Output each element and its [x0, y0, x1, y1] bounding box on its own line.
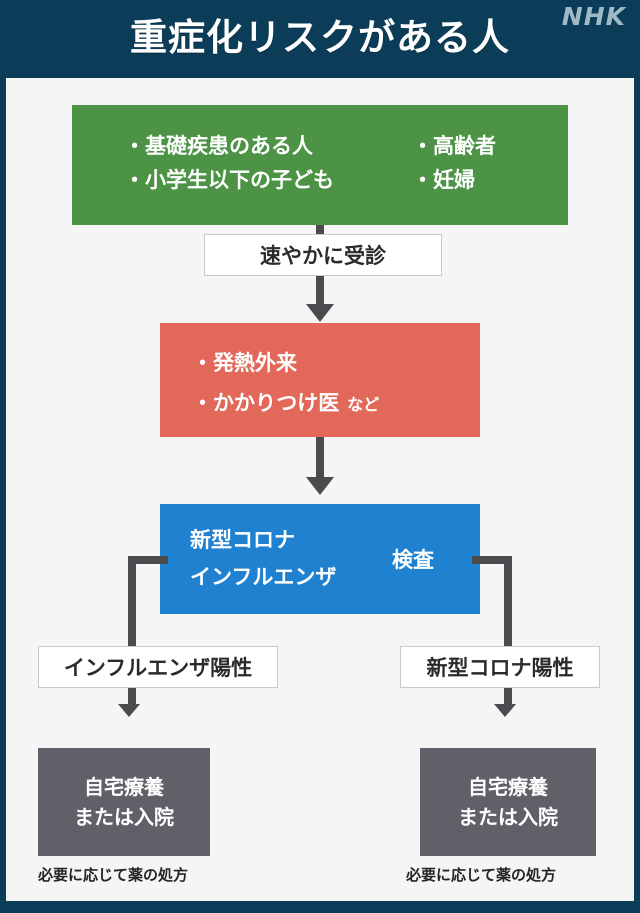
arrowhead-left-branch	[118, 704, 140, 717]
connector-green-to-action	[316, 225, 324, 237]
connector-clinic-to-test	[316, 437, 324, 479]
connector-test-to-right-branch-vertical	[504, 556, 512, 706]
flow-canvas: ・基礎疾患のある人 ・小学生以下の子ども ・高齢者 ・妊婦 速やかに受診 ・発熱…	[6, 78, 634, 901]
arrowhead-to-test	[306, 477, 334, 495]
outcome-covid-line1: 自宅療養	[468, 775, 548, 799]
page-title: 重症化リスクがある人	[130, 16, 510, 59]
clinic-item-family-doctor: ・かかりつけ医など	[192, 387, 379, 417]
branch-label-covid-positive: 新型コロナ陽性	[400, 646, 600, 688]
arrowhead-to-clinic	[306, 304, 334, 322]
note-influenza-prescription: 必要に応じて薬の処方	[38, 866, 189, 884]
footer-bar	[0, 901, 640, 913]
outcome-influenza-line1: 自宅療養	[84, 775, 164, 799]
note-covid-prescription: 必要に応じて薬の処方	[406, 866, 557, 884]
connector-test-to-left-branch-horizontal	[128, 556, 168, 564]
header-bar: 重症化リスクがある人 NHK	[0, 0, 640, 78]
outcome-box-influenza: 自宅療養 または入院	[38, 748, 210, 856]
test-target-stack: 新型コロナ インフルエンザ	[190, 522, 336, 596]
arrowhead-right-branch	[494, 704, 516, 717]
nhk-logo: NHK	[561, 2, 626, 31]
risk-item-children: ・小学生以下の子ども	[124, 168, 334, 192]
action-label-chip: 速やかに受診	[204, 234, 442, 276]
connector-test-to-left-branch-vertical	[128, 556, 136, 706]
clinic-item-fever-outpatient: ・発熱外来	[192, 351, 297, 375]
connector-test-to-right-branch-horizontal	[472, 556, 512, 564]
clinic-box: ・発熱外来 ・かかりつけ医など	[160, 323, 480, 437]
test-label: 検査	[392, 548, 434, 572]
clinic-item-family-doctor-text: ・かかりつけ医	[192, 391, 340, 415]
risk-group-left-column: ・基礎疾患のある人 ・小学生以下の子ども	[124, 105, 334, 225]
outcome-box-covid: 自宅療養 または入院	[420, 748, 596, 856]
risk-item-pregnant: ・妊婦	[412, 168, 475, 192]
test-target-influenza: インフルエンザ	[190, 565, 337, 589]
risk-item-elderly: ・高齢者	[412, 134, 496, 158]
risk-group-box: ・基礎疾患のある人 ・小学生以下の子ども ・高齢者 ・妊婦	[72, 105, 568, 225]
risk-group-right-column: ・高齢者 ・妊婦	[412, 105, 496, 225]
test-box: 新型コロナ インフルエンザ 検査	[160, 504, 480, 614]
branch-label-influenza-positive: インフルエンザ陽性	[38, 646, 278, 688]
outcome-influenza-line2: または入院	[74, 805, 174, 829]
connector-action-to-clinic	[316, 276, 324, 306]
risk-item-underlying-disease: ・基礎疾患のある人	[124, 134, 313, 158]
outcome-covid-line2: または入院	[458, 805, 558, 829]
test-target-covid: 新型コロナ	[190, 528, 295, 552]
clinic-item-suffix: など	[347, 395, 380, 414]
